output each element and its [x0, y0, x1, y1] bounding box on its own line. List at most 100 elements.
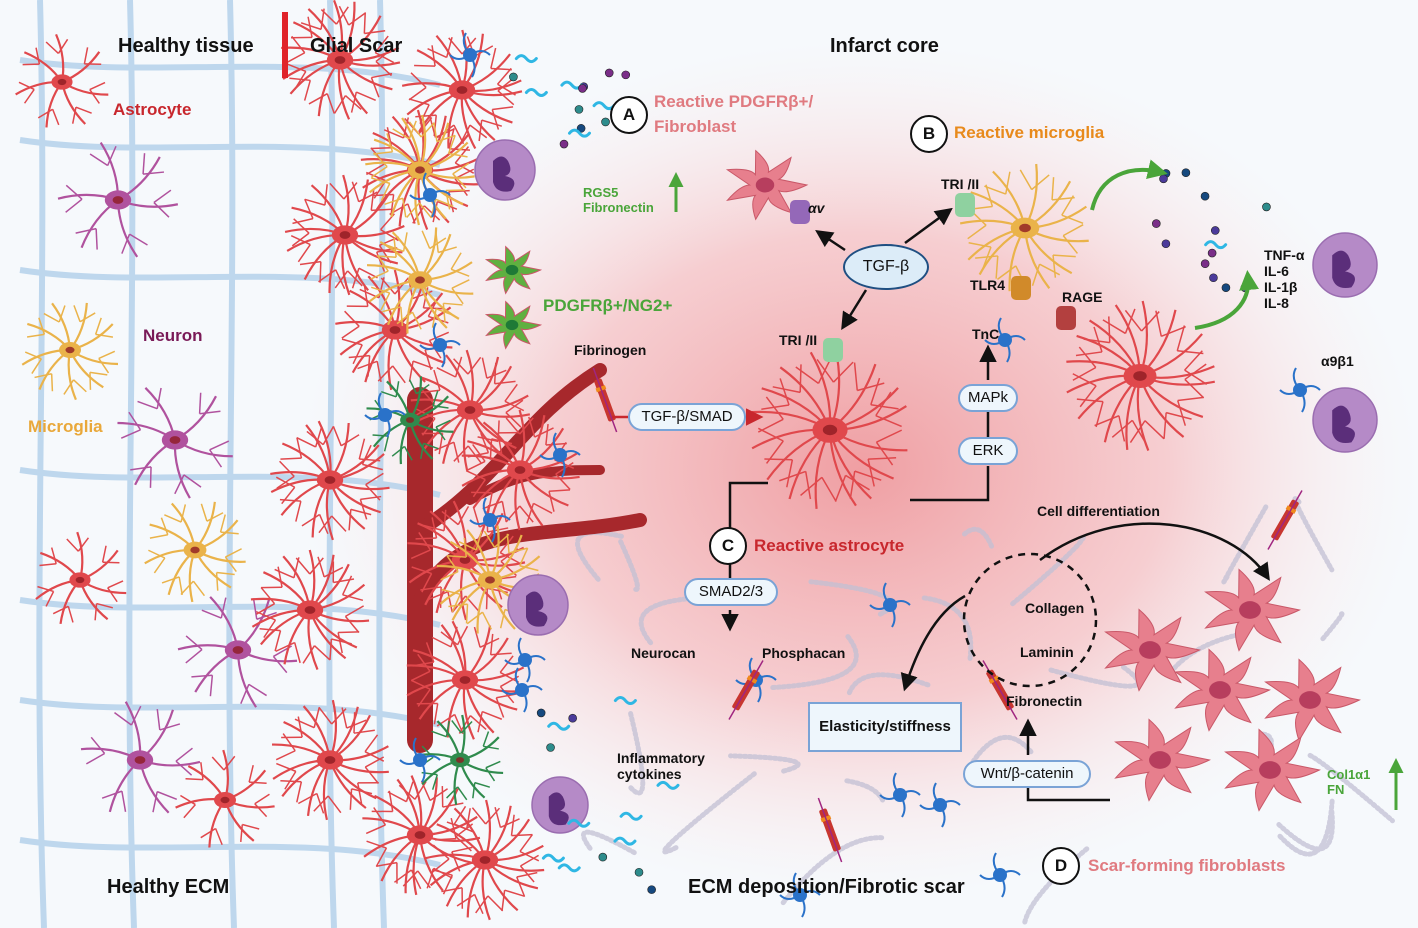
tlr4-receptor	[1011, 276, 1031, 300]
scar-fiber	[1307, 752, 1395, 824]
scar-fiber	[1320, 611, 1345, 642]
tissue-divider	[282, 12, 288, 78]
ecm-fiber	[226, 0, 237, 928]
ecm-components-circle	[962, 552, 1098, 688]
cytokine-wave	[567, 818, 591, 828]
label-collagen: Collagen	[1025, 600, 1085, 616]
tenascin-c	[449, 32, 491, 78]
node-tgf-beta: TGF-β	[843, 244, 929, 290]
scar-fibroblast	[1224, 728, 1321, 812]
astrocyte-healthy	[15, 33, 109, 128]
node-tgfb-smad: TGF-β/SMAD	[628, 403, 746, 431]
label-neurocan: Neurocan	[631, 645, 696, 661]
macrophage	[507, 574, 569, 636]
label-ecm-deposition: ECM deposition/Fibrotic scar	[688, 876, 965, 898]
cytokine-wave	[541, 853, 565, 863]
node-elasticity: Elasticity/stiffness	[808, 702, 962, 752]
panel-d-up-2: FN	[1327, 782, 1345, 797]
panel-d-title: Scar-forming fibroblasts	[1088, 856, 1286, 875]
cytokine-wave	[619, 811, 643, 821]
tenascin-c	[504, 637, 546, 683]
node-mapk: MAPk	[958, 384, 1018, 412]
pericyte	[484, 300, 543, 350]
label-tr-microglia: TRI /II	[941, 176, 980, 192]
cytokine-dot	[1181, 168, 1191, 178]
tr-receptor	[823, 338, 843, 362]
tenascin-c	[879, 772, 921, 818]
ecm-fiber	[36, 0, 47, 928]
rage-receptor	[1056, 306, 1076, 330]
label-glial-scar: Glial Scar	[310, 35, 403, 57]
release-arrows	[1090, 159, 1260, 330]
node-wnt: Wnt/β-catenin	[963, 760, 1091, 788]
reactive-astrocyte	[1066, 300, 1215, 451]
label-astrocyte: Astrocyte	[113, 100, 192, 119]
scar-fiber	[617, 537, 640, 592]
panel-b-title: Reactive microglia	[954, 123, 1105, 142]
cytokine-dot	[509, 72, 518, 82]
cytokine-dot	[536, 708, 546, 718]
panel-c-badge: C	[709, 527, 747, 565]
label-laminin: Laminin	[1020, 644, 1074, 660]
scar-fibroblast	[1114, 718, 1211, 802]
panel-a-badge: A	[610, 96, 648, 134]
integrin-av	[790, 200, 810, 224]
microglia-healthy	[144, 501, 246, 603]
pericyte	[484, 245, 543, 295]
ecm-fiber	[376, 0, 387, 928]
scar-fiber	[581, 829, 639, 857]
cytokine-dot	[1200, 259, 1210, 269]
macrophage	[474, 139, 536, 201]
scar-fiber	[846, 672, 934, 696]
cytokine-dot	[546, 743, 555, 752]
label-tnc: TnC	[972, 326, 1000, 342]
label-healthy-ecm: Healthy ECM	[107, 876, 230, 898]
cytokine-dot	[1262, 202, 1271, 212]
node-smad23: SMAD2/3	[684, 578, 778, 606]
cytokine-wave	[613, 696, 637, 706]
scar-fiber	[779, 835, 885, 907]
microglia-healthy	[21, 302, 119, 401]
tenascin-c	[409, 172, 451, 218]
ecm-fiber	[19, 597, 441, 628]
scar-fibroblast	[1204, 568, 1301, 652]
panel-a-up-2: Fibronectin	[583, 200, 654, 215]
ecm-fiber	[19, 467, 441, 498]
astrocyte-scar	[270, 420, 390, 541]
cytokine-dot	[1210, 226, 1220, 235]
astrocyte-scar	[250, 549, 370, 670]
reactive-astrocyte	[751, 349, 908, 509]
cytokine-dot	[634, 867, 644, 877]
tenascin-c	[984, 317, 1026, 363]
label-pericyte: PDGFRβ+/NG2+	[543, 296, 673, 315]
cytokine-dot	[601, 117, 610, 127]
cytokine-wave	[547, 721, 571, 731]
tenascin-c	[419, 322, 461, 368]
tenascin-c	[539, 432, 581, 478]
upregulation-arrows	[668, 172, 1404, 810]
neuron	[177, 596, 298, 708]
cytokine-dot	[1209, 273, 1218, 283]
cytokine-dot	[1200, 191, 1210, 201]
macrophage	[1312, 232, 1378, 298]
scar-fibroblast	[1104, 608, 1201, 692]
label-infarct-core: Infarct core	[830, 35, 939, 57]
panel-d-badge: D	[1042, 847, 1080, 885]
cytokine-dot	[576, 124, 586, 133]
cytokine-wave	[514, 54, 538, 64]
label-phosphacan: Phosphacan	[762, 645, 846, 661]
fibronectin-fiber	[1267, 490, 1303, 550]
signaling-arrows	[721, 207, 1270, 802]
label-il6: IL-6	[1264, 263, 1289, 279]
tenascin-c	[469, 497, 511, 543]
label-alpha-v: αv	[808, 200, 825, 216]
cytokine-dot	[578, 84, 587, 93]
astrocyte-scar	[281, 0, 401, 120]
scar-fiber	[627, 710, 646, 796]
label-fibronectin: Fibronectin	[1006, 693, 1083, 709]
cytokine-dot	[1152, 219, 1161, 228]
label-tnf-alpha: TNF-α	[1264, 247, 1305, 263]
ecm-fiber	[126, 0, 137, 928]
label-cell-differentiation: Cell differentiation	[1037, 503, 1160, 519]
label-il1b: IL-1β	[1264, 279, 1298, 295]
